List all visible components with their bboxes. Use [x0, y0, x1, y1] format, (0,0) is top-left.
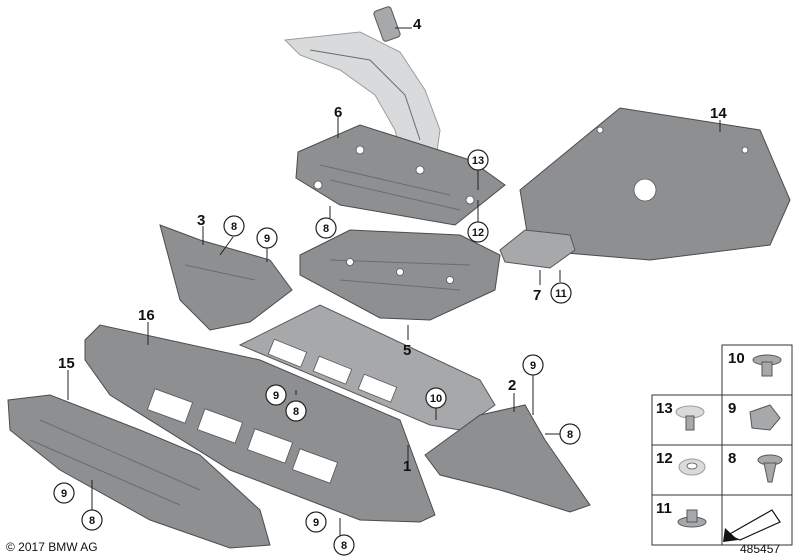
fastener-9-icon: [749, 404, 781, 431]
circle-callout-8-d: 8: [559, 423, 581, 445]
circle-callout-8-b: 8: [223, 215, 245, 237]
callout-16: 16: [138, 307, 155, 324]
legend-label-13: 13: [656, 400, 673, 417]
circle-callout-12: 12: [467, 221, 489, 243]
callout-labels: 4 6 14 3 7 5 16 15 2 1: [58, 16, 727, 475]
circle-callout-11: 11: [550, 282, 572, 304]
circle-callout-9-c: 9: [265, 384, 287, 406]
callout-7: 7: [533, 287, 541, 304]
svg-text:8: 8: [341, 540, 347, 552]
svg-text:8: 8: [323, 223, 329, 235]
diagram-number: 485457: [740, 542, 781, 556]
circle-callout-8-a: 8: [315, 217, 337, 239]
svg-text:11: 11: [555, 288, 567, 300]
part-2-deflector: [424, 404, 591, 513]
circle-callout-9-b: 9: [522, 354, 544, 376]
circle-callout-8-f: 8: [333, 534, 355, 556]
callout-6: 6: [334, 104, 342, 121]
callout-1: 1: [403, 458, 411, 475]
circle-callout-8-e: 8: [81, 509, 103, 531]
svg-text:9: 9: [61, 488, 67, 500]
circle-callout-9-a: 9: [256, 227, 278, 249]
part-3-deflector: [159, 224, 293, 331]
callout-4: 4: [413, 16, 422, 33]
fastener-13-icon: [675, 405, 705, 431]
svg-text:9: 9: [273, 390, 279, 402]
svg-text:8: 8: [293, 406, 299, 418]
arrow-icon: [723, 509, 781, 542]
svg-text:8: 8: [231, 221, 237, 233]
circled-callouts: 13 12 8 8 9 11 9 9 8 10 8 9 8 9 8: [53, 149, 581, 556]
callout-15: 15: [58, 355, 75, 372]
fastener-12-icon: [678, 458, 706, 476]
svg-text:12: 12: [472, 227, 484, 239]
leader-lines: [67, 27, 721, 535]
legend-label-10: 10: [728, 350, 745, 367]
svg-text:9: 9: [264, 233, 270, 245]
part-4-clip: [373, 6, 401, 42]
fastener-legend: 10 13 9 12 8 11: [651, 344, 793, 546]
svg-text:13: 13: [472, 155, 484, 167]
legend-label-9: 9: [728, 400, 736, 417]
fastener-11-icon: [677, 509, 707, 528]
svg-text:8: 8: [567, 429, 573, 441]
callout-14: 14: [710, 105, 727, 122]
part-15-airdam: [7, 394, 271, 549]
part-6-shield: [295, 124, 506, 226]
part-16-carrier: [84, 324, 436, 523]
circle-callout-10: 10: [425, 387, 447, 409]
svg-text:9: 9: [313, 517, 319, 529]
legend-label-12: 12: [656, 450, 673, 467]
copyright-text: © 2017 BMW AG: [6, 540, 98, 554]
part-5-shield: [299, 229, 501, 321]
svg-text:10: 10: [430, 393, 442, 405]
fastener-10-icon: [752, 354, 782, 377]
callout-5: 5: [403, 342, 411, 359]
circle-callout-9-d: 9: [53, 482, 75, 504]
fastener-8-icon: [757, 454, 783, 483]
circle-callout-8-c: 8: [285, 400, 307, 422]
legend-label-11: 11: [656, 500, 672, 517]
svg-text:9: 9: [530, 360, 536, 372]
circle-callout-9-e: 9: [305, 511, 327, 533]
callout-2: 2: [508, 377, 516, 394]
part-7-cover: [499, 229, 576, 269]
callout-3: 3: [197, 212, 205, 229]
legend-label-8: 8: [728, 450, 736, 467]
circle-callout-13: 13: [467, 149, 489, 171]
svg-text:8: 8: [89, 515, 95, 527]
